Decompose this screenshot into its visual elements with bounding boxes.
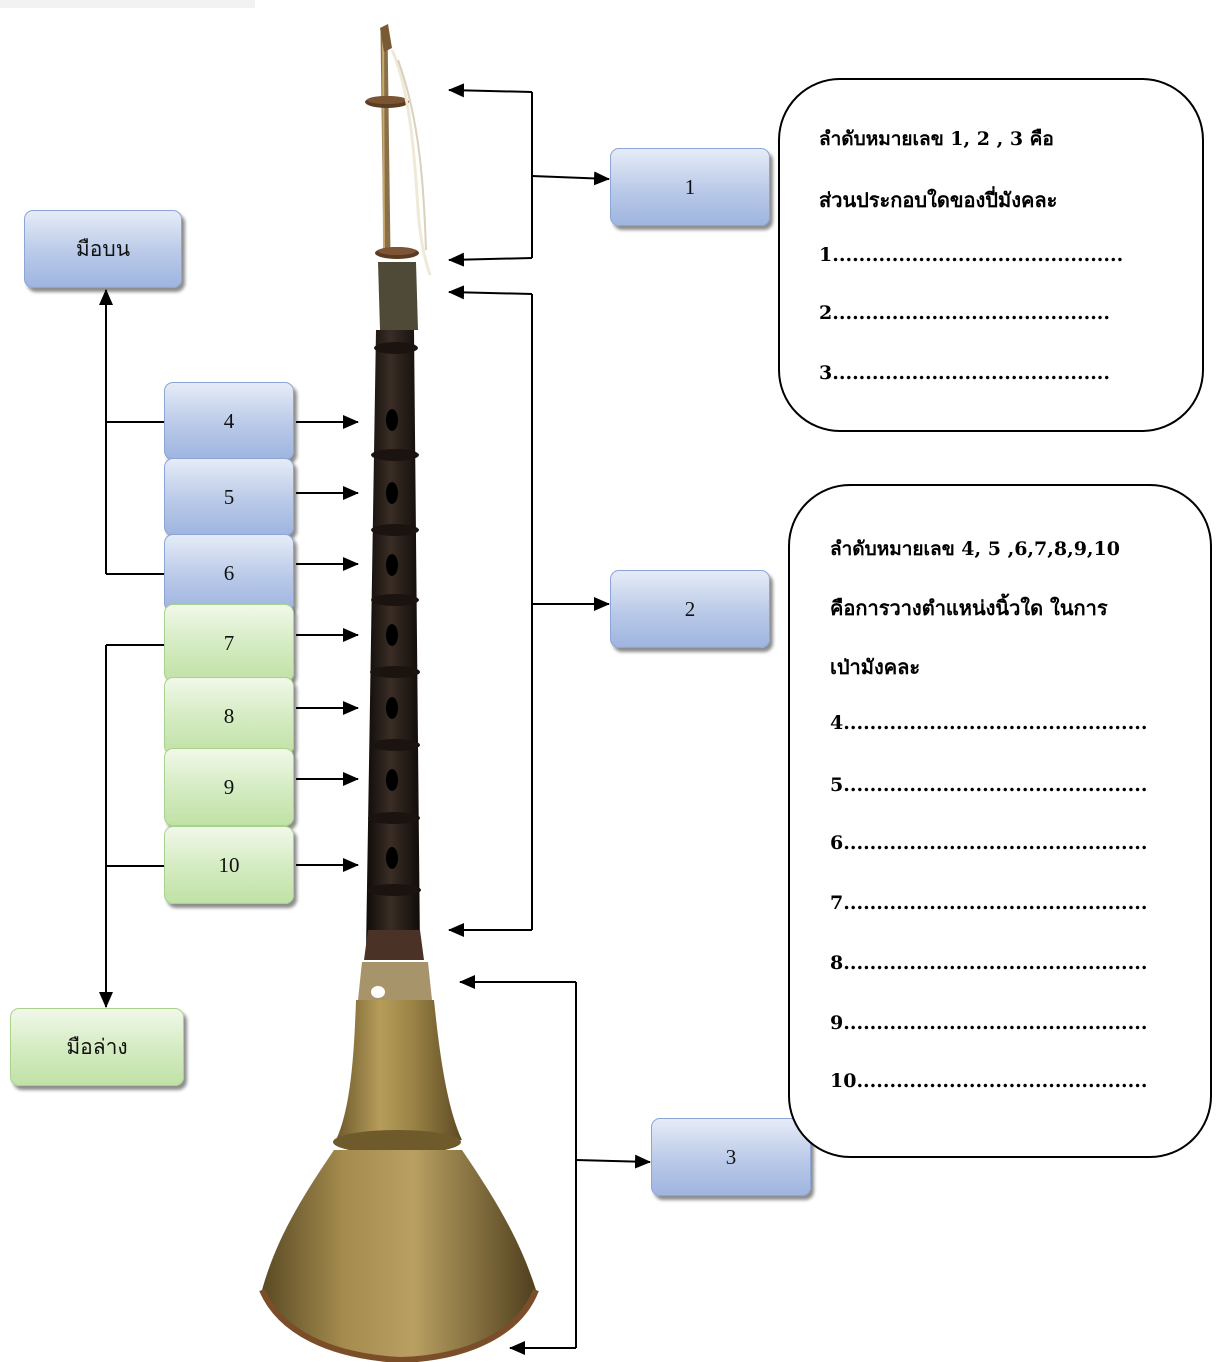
hole-10-text: 10 <box>218 852 240 877</box>
part-2-label: 2 <box>610 570 770 648</box>
question-2-line-1: ลำดับหมายเลข 4, 5 ,6,7,8,9,10 <box>830 538 1120 560</box>
connector-3 <box>459 975 651 1355</box>
hole-arrows <box>296 415 359 872</box>
lower-hand-bracket <box>99 644 164 1008</box>
hole-7-text: 7 <box>223 630 235 655</box>
answer-blank-4[interactable]: 4.......................................… <box>830 712 1148 734</box>
brass-bell <box>259 962 539 1362</box>
hole-8-text: 8 <box>223 703 235 728</box>
connector-1 <box>448 83 610 267</box>
answer-blank-1[interactable]: 1.......................................… <box>819 244 1124 266</box>
lower-hand-label: มือล่าง <box>10 1008 184 1086</box>
answer-blank-9[interactable]: 9.......................................… <box>830 1012 1148 1034</box>
hole-10-label: 10 <box>164 826 294 904</box>
hole-4-label: 4 <box>164 382 294 460</box>
question-2-line-2: คือการวางตำแหน่งนิ้วใด ในการ <box>830 596 1108 620</box>
hole-6-label: 6 <box>164 534 294 612</box>
hole-9-text: 9 <box>223 774 235 799</box>
hole-7-label: 7 <box>164 604 294 682</box>
part-1-label: 1 <box>610 148 770 226</box>
question-1-box: ลำดับหมายเลข 1, 2 , 3 คือ ส่วนประกอบใดขอ… <box>778 78 1204 432</box>
answer-blank-3[interactable]: 3.......................................… <box>819 362 1111 384</box>
question-1-line-1: ลำดับหมายเลข 1, 2 , 3 คือ <box>819 128 1054 150</box>
question-1-line-2: ส่วนประกอบใดของปี่มังคละ <box>819 188 1058 212</box>
question-2-line-3: เป่ามังคละ <box>830 655 921 679</box>
part-3-text: 3 <box>725 1144 737 1169</box>
hole-8-label: 8 <box>164 677 294 755</box>
answer-blank-10[interactable]: 10......................................… <box>830 1070 1148 1092</box>
part-1-text: 1 <box>684 174 696 199</box>
reed-part <box>365 24 432 276</box>
connector-2 <box>448 285 610 937</box>
hole-5-label: 5 <box>164 458 294 536</box>
question-2-box: ลำดับหมายเลข 4, 5 ,6,7,8,9,10 คือการวางต… <box>788 484 1212 1158</box>
upper-hand-bracket <box>99 289 164 575</box>
upper-hand-label: มือบน <box>24 210 182 288</box>
answer-blank-7[interactable]: 7.......................................… <box>830 892 1148 914</box>
top-strip <box>0 0 255 8</box>
answer-blank-2[interactable]: 2.......................................… <box>819 302 1111 324</box>
answer-blank-5[interactable]: 5.......................................… <box>830 774 1148 796</box>
hole-9-label: 9 <box>164 748 294 826</box>
answer-blank-6[interactable]: 6.......................................… <box>830 832 1148 854</box>
answer-blank-8[interactable]: 8.......................................… <box>830 952 1148 974</box>
hole-6-text: 6 <box>223 560 235 585</box>
part-2-text: 2 <box>684 596 696 621</box>
upper-hand-text: มือบน <box>75 236 131 261</box>
lower-hand-text: มือล่าง <box>66 1034 128 1059</box>
hole-5-text: 5 <box>223 484 235 509</box>
hole-4-text: 4 <box>223 408 235 433</box>
wooden-body <box>364 262 424 960</box>
part-3-label: 3 <box>651 1118 811 1196</box>
